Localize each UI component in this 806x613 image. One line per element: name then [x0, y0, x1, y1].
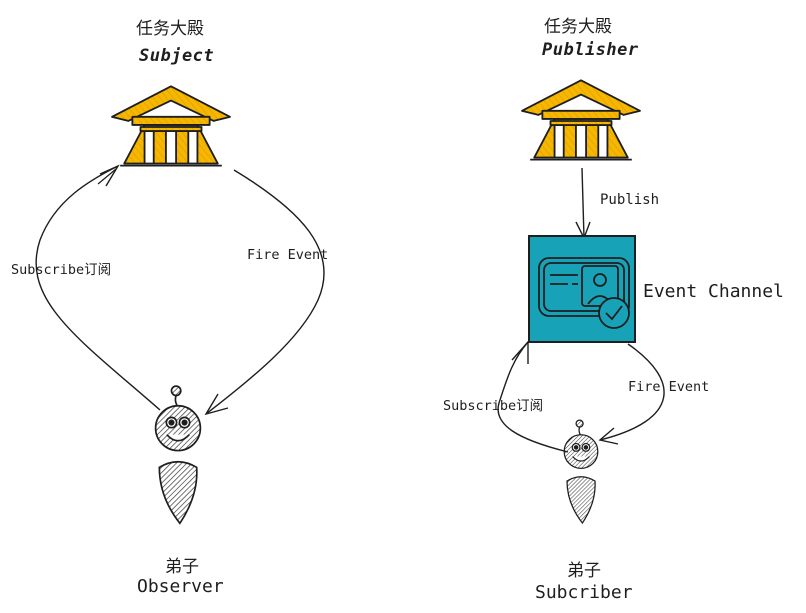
- subscribe-arrow: [35, 165, 161, 411]
- fire-event-edge-label: Fire Event: [247, 247, 329, 263]
- temple-icon: [110, 85, 232, 167]
- subject-title-cn: 任务大殿: [136, 19, 204, 39]
- fire-event-edge-label-right: Fire Event: [628, 379, 710, 395]
- id-card-check-icon: [538, 257, 630, 329]
- event-channel-label: Event Channel: [643, 281, 784, 302]
- temple-icon-publisher: [520, 79, 642, 161]
- publish-arrow: [581, 167, 585, 239]
- subscribe-edge-label-right: Subscribe订阅: [443, 398, 544, 414]
- subscriber-title-en: Subcriber: [535, 582, 633, 603]
- observer-title-cn: 弟子: [165, 557, 199, 577]
- observer-title-en: Observer: [137, 576, 224, 597]
- subscribe-edge-label: Subscribe订阅: [11, 262, 112, 278]
- fire-event-arrow: [205, 169, 325, 415]
- publish-edge-label: Publish: [600, 192, 660, 208]
- subscriber-title-cn: 弟子: [567, 561, 601, 581]
- robot-icon-subscriber: [563, 419, 599, 524]
- fire-event-arrow-right: [599, 343, 665, 441]
- publisher-title-en: Publisher: [542, 40, 639, 60]
- subject-title-en: Subject: [139, 46, 215, 66]
- event-channel-box: [528, 235, 636, 343]
- publisher-title-cn: 任务大殿: [544, 17, 612, 37]
- subscribe-arrow-right: [497, 341, 569, 453]
- robot-icon: [154, 385, 202, 525]
